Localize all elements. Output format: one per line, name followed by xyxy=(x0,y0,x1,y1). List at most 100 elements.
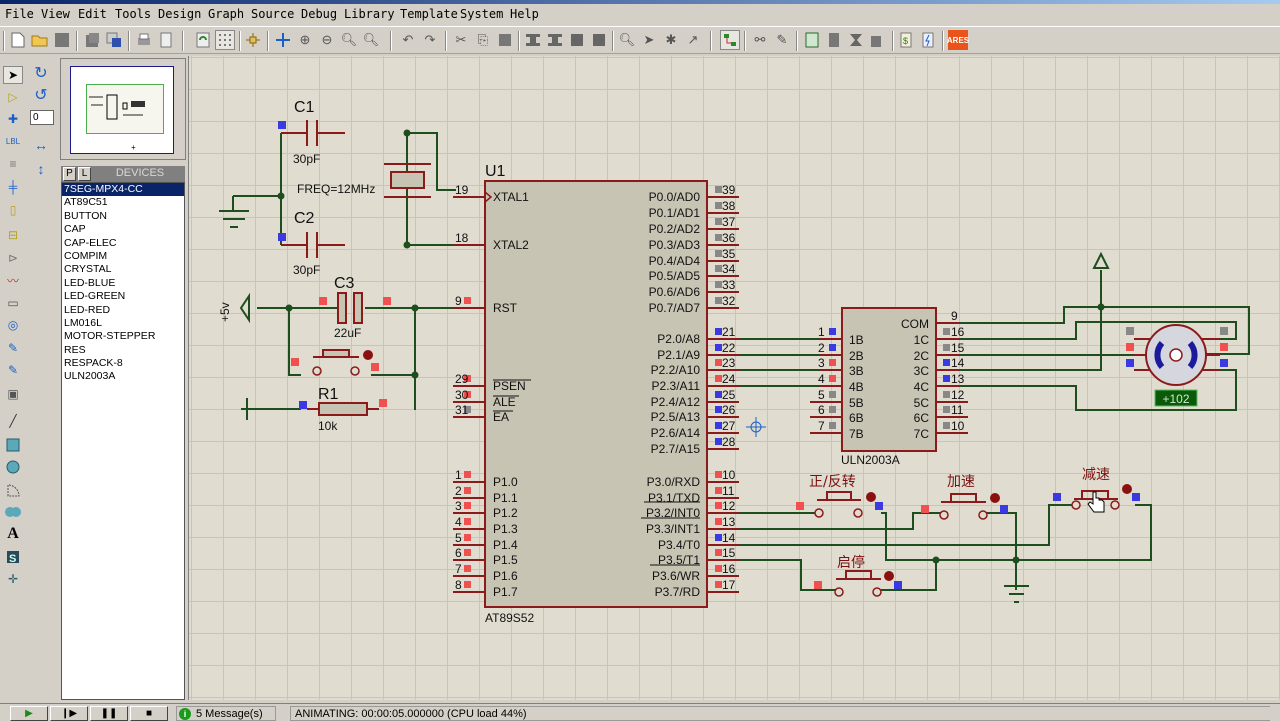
property-assign-icon[interactable]: ✎ xyxy=(776,32,788,47)
device-list-item[interactable]: MOTOR-STEPPER xyxy=(64,330,156,343)
current-probe-icon[interactable]: ✎ xyxy=(7,363,19,377)
bill-of-materials-icon[interactable]: $ xyxy=(896,30,916,50)
zoom-out-icon[interactable]: ⊖ xyxy=(321,32,333,47)
ares-icon[interactable]: ARES xyxy=(947,30,969,50)
pick-device-icon[interactable]: 🔍︎ xyxy=(618,32,636,47)
device-list-item[interactable]: CAP xyxy=(64,223,86,236)
block-delete-icon[interactable] xyxy=(589,30,609,50)
device-list-item[interactable]: 7SEG-MPX4-CC xyxy=(62,183,184,197)
device-list-item[interactable]: ULN2003A xyxy=(64,370,116,383)
zoom-area-icon[interactable]: 🔍︎ xyxy=(362,32,380,47)
new-sheet-icon[interactable] xyxy=(802,30,822,50)
mirror-vertical-icon[interactable]: ↕ xyxy=(37,161,45,177)
menu-source[interactable]: Source xyxy=(251,7,295,21)
zoom-in-icon[interactable]: ⊕ xyxy=(299,32,311,47)
bus-icon[interactable]: ╪ xyxy=(8,180,18,194)
menu-system[interactable]: System xyxy=(460,7,504,21)
generator-icon[interactable]: ◎ xyxy=(7,318,19,332)
overview-window[interactable]: + xyxy=(60,58,186,160)
wire-label-icon[interactable]: LBL xyxy=(5,136,21,146)
virtual-instruments-icon[interactable]: ▣ xyxy=(7,387,19,401)
speed-down-button[interactable]: 减速 xyxy=(1053,467,1140,513)
pick-device-button[interactable]: P xyxy=(63,167,76,181)
undo-icon[interactable]: ↶ xyxy=(402,32,414,47)
device-list-item[interactable]: AT89C51 xyxy=(64,196,108,209)
export-icon[interactable] xyxy=(104,30,124,50)
device-list-item[interactable]: BUTTON xyxy=(64,209,107,222)
direction-button[interactable]: 正/反转 xyxy=(796,474,883,518)
tape-recorder-icon[interactable]: ▭ xyxy=(7,296,19,310)
symbol-icon[interactable]: S xyxy=(3,548,23,566)
circle-icon[interactable] xyxy=(3,458,23,476)
electrical-rule-check-icon[interactable] xyxy=(918,30,938,50)
device-list-item[interactable]: LED-GREEN xyxy=(64,290,126,303)
marker-icon[interactable]: ✛ xyxy=(7,572,19,586)
stop-button[interactable]: ■ xyxy=(130,706,168,721)
print-icon[interactable] xyxy=(134,30,154,50)
menu-library[interactable]: Library xyxy=(344,7,395,21)
device-list-item[interactable]: RES xyxy=(64,343,86,356)
open-folder-icon[interactable] xyxy=(30,30,50,50)
block-move-icon[interactable] xyxy=(545,30,565,50)
delete-sheet-icon[interactable] xyxy=(824,30,844,50)
device-list-item[interactable]: RESPACK-8 xyxy=(64,357,123,370)
decompose-icon[interactable]: ↗ xyxy=(687,32,699,47)
text-script-icon[interactable]: ≡ xyxy=(9,157,17,171)
menu-help[interactable]: Help xyxy=(510,7,539,21)
rotation-angle-input[interactable]: 0 xyxy=(30,110,54,125)
search-icon[interactable]: ⚯ xyxy=(754,32,766,47)
zoom-to-child-icon[interactable] xyxy=(868,30,888,50)
menu-debug[interactable]: Debug xyxy=(301,7,338,21)
menu-template[interactable]: Template xyxy=(400,7,458,21)
messages-panel[interactable]: i 5 Message(s) xyxy=(176,706,276,721)
device-list-item[interactable]: CRYSTAL xyxy=(64,263,112,276)
reset-button-indicator[interactable] xyxy=(363,350,373,360)
line-icon[interactable]: ╱ xyxy=(9,414,17,428)
rotate-clockwise-icon[interactable]: ↻ xyxy=(34,65,48,82)
start-stop-button[interactable]: 启停 xyxy=(814,554,902,597)
device-pins-icon[interactable]: ⊳ xyxy=(7,251,19,265)
arc-icon[interactable] xyxy=(3,481,23,499)
block-copy-icon[interactable] xyxy=(523,30,543,50)
selection-mode-icon[interactable]: ➤ xyxy=(3,66,23,84)
menu-design[interactable]: Design xyxy=(158,7,202,21)
device-list-item[interactable]: LM016L xyxy=(64,316,102,329)
text-icon[interactable]: A xyxy=(7,525,19,542)
origin-icon[interactable] xyxy=(243,30,263,50)
rotate-anticlockwise-icon[interactable]: ↺ xyxy=(34,87,48,104)
refresh-icon[interactable] xyxy=(193,30,213,50)
block-rotate-icon[interactable] xyxy=(567,30,587,50)
cut-icon[interactable]: ✂ xyxy=(455,32,467,47)
mirror-horizontal-icon[interactable]: ↔ xyxy=(34,137,48,153)
package-tool-icon[interactable]: ✱ xyxy=(665,32,677,47)
menu-edit[interactable]: Edit xyxy=(78,7,107,21)
pan-icon[interactable] xyxy=(273,30,293,50)
save-icon[interactable] xyxy=(52,30,72,50)
speed-up-button[interactable]: 加速 xyxy=(921,474,1008,520)
step-button[interactable]: ❙▶ xyxy=(50,706,88,721)
device-list-item[interactable]: CAP-ELEC xyxy=(64,236,117,249)
menu-tools[interactable]: Tools xyxy=(115,7,152,21)
paste-icon[interactable] xyxy=(495,30,515,50)
play-button[interactable]: ▶ xyxy=(10,706,48,721)
pause-button[interactable]: ❚❚ xyxy=(90,706,128,721)
page-setup-icon[interactable] xyxy=(156,30,176,50)
device-list-item[interactable]: COMPIM xyxy=(64,249,108,262)
subcircuit-icon[interactable]: ▯ xyxy=(9,203,17,217)
zoom-all-icon[interactable]: 🔍︎ xyxy=(340,32,358,47)
grid-toggle-icon[interactable] xyxy=(215,30,235,50)
component-mode-icon[interactable]: ▷ xyxy=(8,90,18,104)
wire-autorouter-icon[interactable] xyxy=(720,30,740,50)
menu-view[interactable]: View xyxy=(41,7,70,21)
library-manager-button[interactable]: L xyxy=(78,167,91,181)
redo-icon[interactable]: ↷ xyxy=(424,32,436,47)
copy-icon[interactable]: ⎘ xyxy=(477,32,489,47)
device-list-item[interactable]: LED-BLUE xyxy=(64,276,116,289)
overview-viewport[interactable] xyxy=(86,84,164,134)
box-icon[interactable] xyxy=(3,436,23,454)
make-device-icon[interactable]: ➤ xyxy=(643,32,655,47)
menu-file[interactable]: File xyxy=(5,7,34,21)
junction-dot-icon[interactable]: ✚ xyxy=(7,112,19,126)
exit-to-parent-icon[interactable] xyxy=(846,30,866,50)
path-icon[interactable] xyxy=(3,503,23,521)
